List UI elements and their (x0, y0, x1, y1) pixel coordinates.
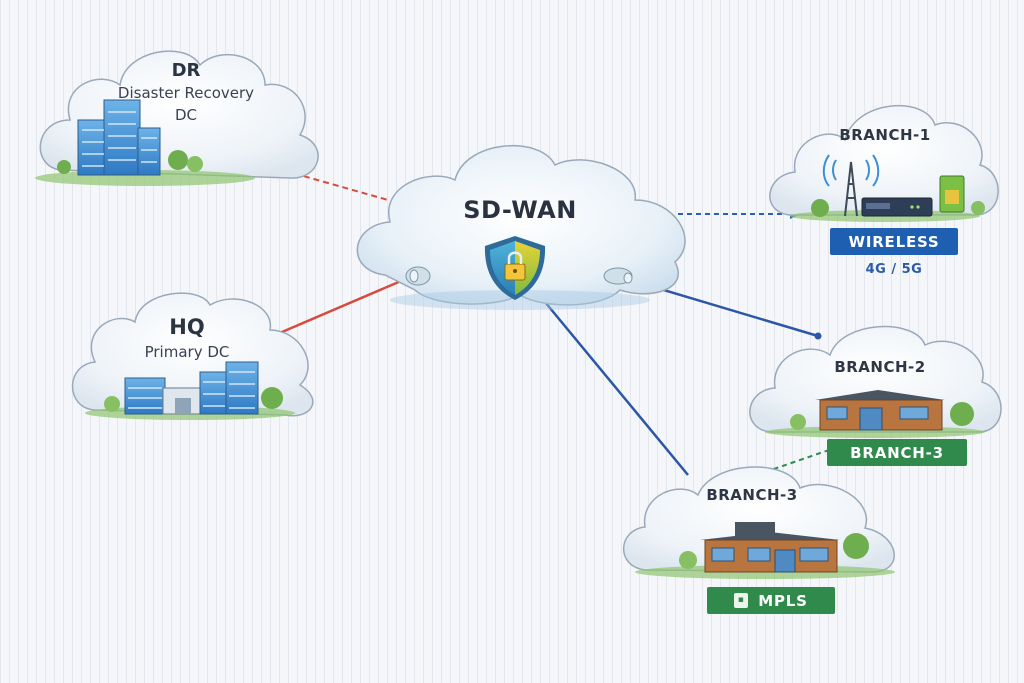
cell-tower-icon (822, 154, 880, 217)
hub-shadow (390, 290, 650, 310)
branch1-site: BRANCH-1 (769, 104, 999, 222)
wireless-tag: WIRELESS (830, 228, 958, 255)
branch-building-icon (815, 390, 945, 431)
tree-icon (790, 402, 974, 430)
branch-building-icon (700, 522, 840, 573)
office-building-icon (77, 99, 161, 176)
tree-icon (104, 387, 283, 412)
hq-link (274, 276, 409, 337)
office-building-icon (124, 361, 259, 415)
branch2-site: BRANCH-2 (749, 325, 1002, 438)
hq-site: HQ Primary DC (71, 292, 314, 420)
branch1-title: BRANCH-1 (839, 126, 930, 144)
mpls-tag: ▪ MPLS (707, 587, 835, 614)
branch3-title: BRANCH-3 (706, 486, 797, 504)
router-icon (861, 197, 933, 217)
dr-subtitle-line2: DC (175, 106, 197, 124)
hub-port-right (603, 267, 633, 285)
dr-title: DR (172, 60, 201, 81)
mpls-icon: ▪ (734, 593, 749, 608)
dr-subtitle-line1: Disaster Recovery (118, 84, 254, 102)
mpls-label: MPLS (758, 591, 808, 610)
branch3-site: BRANCH-3 (622, 466, 895, 579)
branch2-title: BRANCH-2 (834, 358, 925, 376)
shield-lock-icon (484, 236, 546, 300)
branch3-link (544, 301, 689, 476)
dr-site: DR Disaster Recovery DC (35, 50, 319, 186)
sdwan-hub: SD-WAN (356, 145, 686, 310)
tree-icon (811, 199, 985, 217)
tree-icon (679, 533, 869, 569)
hq-title: HQ (169, 315, 204, 339)
hub-title: SD-WAN (463, 196, 577, 224)
hub-port-left (405, 266, 431, 286)
branch2-tag: BRANCH-3 (827, 439, 967, 466)
branch-dashed-link (764, 447, 836, 473)
sim-card-icon (939, 175, 965, 213)
tree-icon (57, 150, 203, 174)
hub-cloud (356, 145, 686, 306)
branch2-link-end (814, 332, 822, 340)
wireless-caption: 4G / 5G (865, 262, 923, 277)
hq-subtitle: Primary DC (145, 343, 230, 361)
